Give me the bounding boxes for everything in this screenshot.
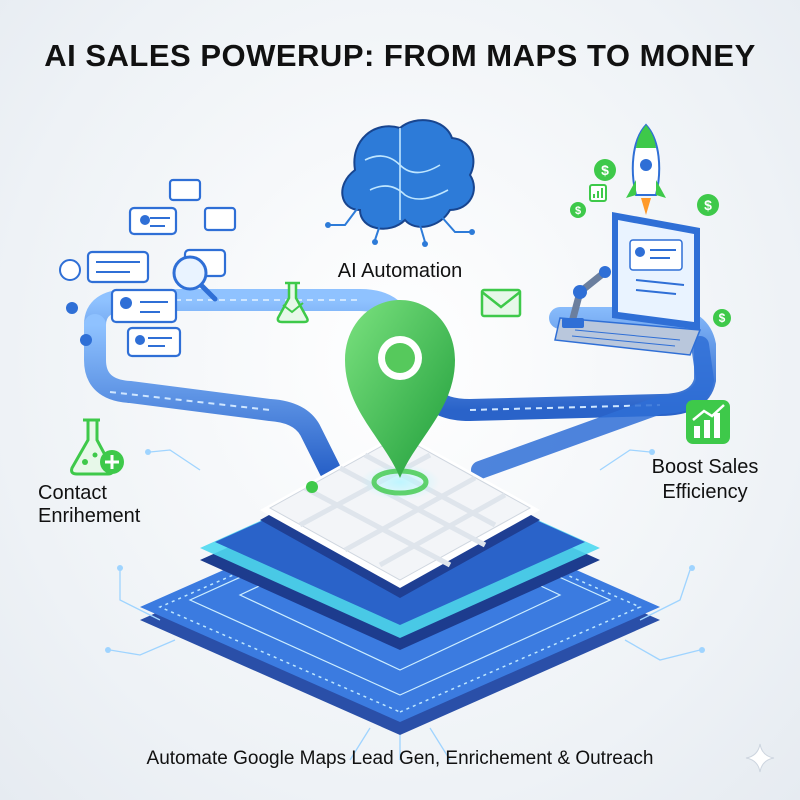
page-title: AI SALES POWERUP: FROM MAPS TO MONEY	[44, 38, 756, 73]
contact-card-icon	[86, 178, 237, 358]
envelope-icon	[480, 288, 522, 318]
svg-text:$: $	[601, 162, 609, 178]
sparkle-icon	[745, 743, 775, 773]
svg-text:$: $	[719, 311, 726, 325]
flask-small-icon	[276, 281, 309, 324]
bar-chart-icon	[686, 400, 730, 444]
contact-label-line1: Contact	[38, 482, 107, 504]
robot-arm-icon	[562, 266, 611, 328]
map-pin-icon	[345, 300, 455, 478]
boost-label-line2: Efficiency	[662, 481, 748, 503]
rocket-icon	[626, 123, 666, 215]
footer-caption: Automate Google Maps Lead Gen, Enricheme…	[146, 748, 654, 769]
svg-text:$: $	[704, 197, 712, 213]
flask-icon	[70, 418, 124, 476]
contact-enrichment-label: Contact Enrihement	[38, 482, 188, 528]
contact-label-line2: Enrihement	[38, 505, 141, 527]
ai-automation-label: AI Automation	[337, 260, 463, 282]
dollar-icon: $ $ $ $	[570, 159, 731, 327]
boost-label-line1: Boost Sales	[651, 456, 759, 478]
boost-sales-label: Boost Sales Efficiency	[630, 455, 780, 505]
laptop-icon	[554, 212, 702, 356]
location-small-icon	[59, 259, 92, 346]
brain-circuit-icon	[325, 119, 475, 247]
svg-text:$: $	[575, 205, 581, 217]
map-tile	[268, 435, 532, 581]
mini-chart-icon	[589, 184, 607, 202]
magnifier-icon	[172, 255, 218, 302]
map-location-dot	[306, 481, 318, 493]
